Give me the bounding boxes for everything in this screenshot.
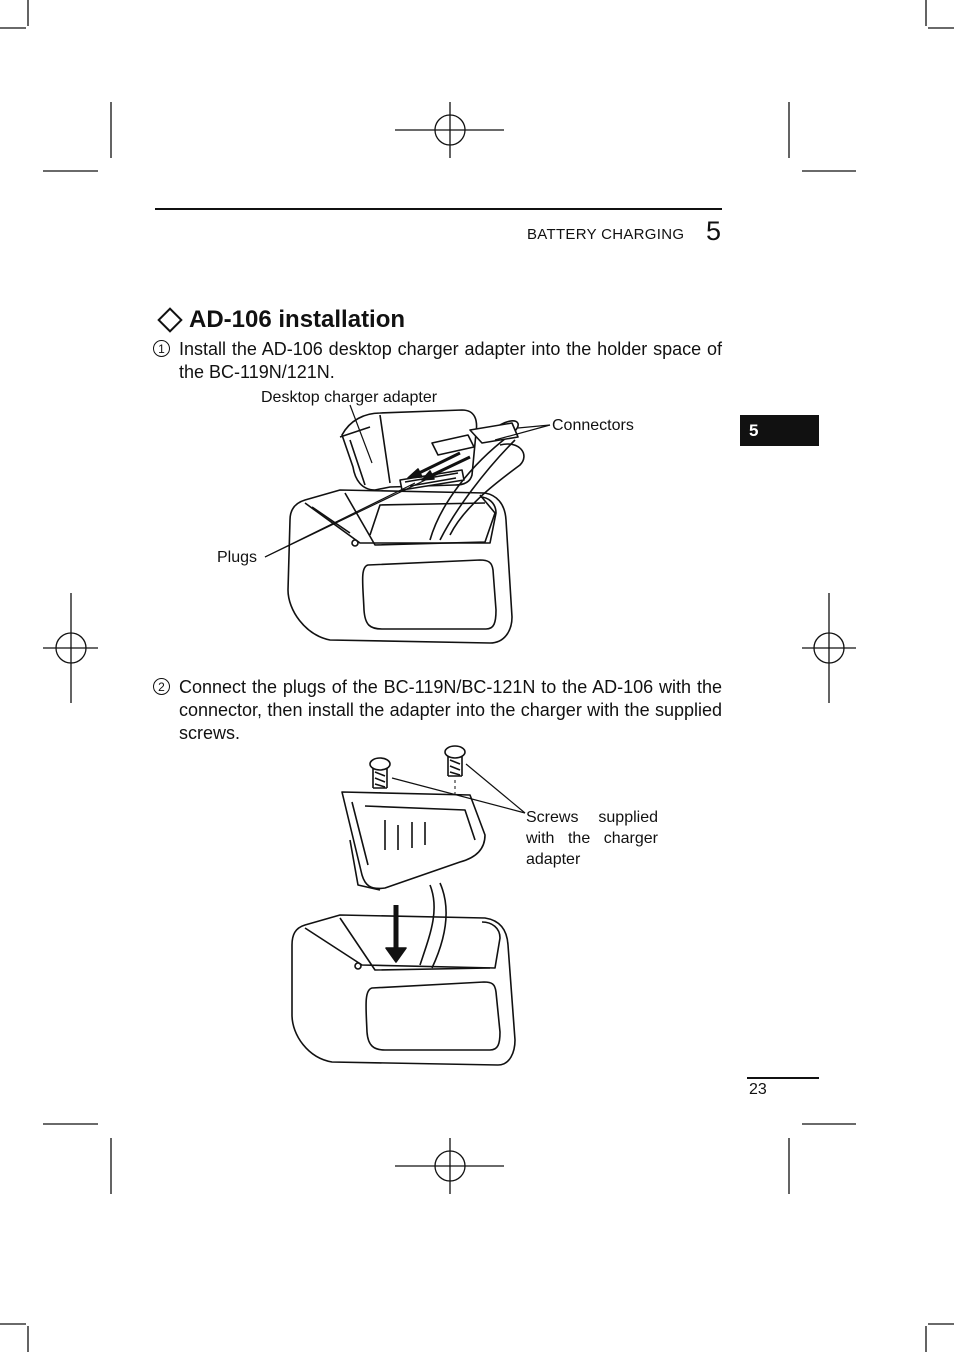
step-1-number: 1 bbox=[153, 340, 170, 357]
cable-1 bbox=[429, 420, 519, 541]
chapter-side-tab-label: 5 bbox=[749, 421, 759, 440]
charger2-front-panel bbox=[365, 981, 501, 1051]
charger-front-panel bbox=[361, 559, 497, 630]
label-screws-supplied: Screws supplied with the charger adapter bbox=[526, 809, 658, 868]
header-chapter-number: 5 bbox=[706, 216, 722, 246]
charger2-indicator bbox=[354, 962, 362, 970]
label-desktop-charger-adapter: Desktop charger adapter bbox=[261, 389, 438, 406]
footer-rule bbox=[747, 1077, 819, 1079]
charger-indicator bbox=[351, 539, 359, 547]
header-rule bbox=[155, 208, 722, 210]
leader-screws-2 bbox=[465, 763, 526, 814]
registration-mark-bottom bbox=[395, 1138, 504, 1194]
step-1-text: Install the AD-106 desktop charger adapt… bbox=[179, 339, 722, 382]
registration-mark-left bbox=[43, 593, 98, 703]
step-2-text: Connect the plugs of the BC-119N/BC-121N… bbox=[179, 677, 722, 743]
leader-connectors-1 bbox=[494, 424, 551, 441]
charger2-top-surface bbox=[304, 921, 501, 969]
cable-2 bbox=[439, 439, 516, 541]
label-plugs: Plugs bbox=[217, 549, 258, 566]
figure-adapter-installation bbox=[264, 404, 551, 644]
section-title: AD-106 installation bbox=[157, 306, 406, 334]
step-2-number: 2 bbox=[153, 678, 170, 695]
leader-adapter bbox=[349, 404, 373, 464]
section-title-text: AD-106 installation bbox=[189, 306, 406, 333]
connector-block bbox=[469, 422, 519, 444]
leader-connectors-2 bbox=[517, 424, 551, 429]
cable-3 bbox=[449, 443, 525, 536]
cable-b bbox=[431, 882, 447, 969]
charger2-body-outline bbox=[291, 914, 516, 1066]
leader-plugs-2 bbox=[264, 472, 441, 558]
charger-top-surface bbox=[304, 496, 497, 544]
step-2: 2 Connect the plugs of the BC-119N/BC-12… bbox=[153, 676, 722, 745]
header-section-title: BATTERY CHARGING bbox=[527, 226, 685, 243]
page-number: 23 bbox=[749, 1081, 767, 1098]
holder-cavity bbox=[344, 492, 496, 546]
step-1: 1 Install the AD-106 desktop charger ada… bbox=[153, 338, 722, 384]
adapter2-outline bbox=[341, 791, 486, 890]
figure-screw-installation bbox=[291, 745, 526, 1066]
leader-screws-1 bbox=[391, 777, 526, 814]
registration-mark-right bbox=[802, 593, 856, 703]
diamond-icon bbox=[157, 307, 183, 333]
charger-body-outline bbox=[287, 489, 513, 644]
cable-a bbox=[419, 884, 435, 966]
chapter-side-tab: 5 bbox=[740, 415, 819, 446]
registration-mark-top bbox=[395, 102, 504, 158]
label-connectors: Connectors bbox=[552, 417, 634, 434]
